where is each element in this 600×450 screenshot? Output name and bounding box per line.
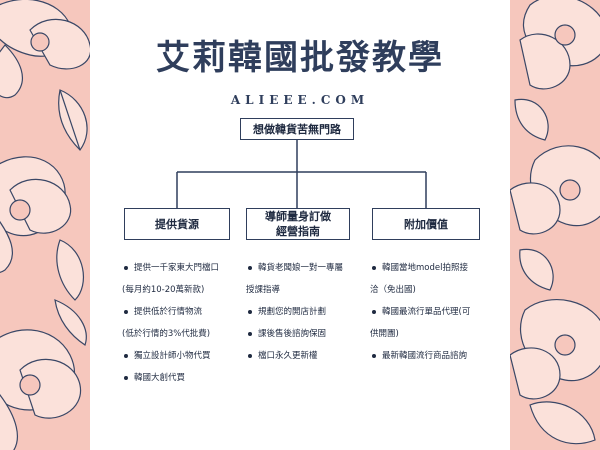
content-area: 艾莉韓國批發教學 ALIEEE.COM 想做韓貨苦無門路 提供貨源 導師量身訂做…: [90, 0, 510, 450]
added-value-item-list: 韓國當地model拍照接洽（免出國) 韓國最流行單品代理(可供開團) 最新韓國流行商…: [370, 257, 470, 367]
category-title-line1: 導師量身訂做: [265, 210, 331, 223]
list-item: 授課指導: [246, 285, 281, 295]
mentoring-item-list: 韓貨老闆娘一對一專屬授課指導規劃您的開店計劃課後售後諮詢保固檔口永久更新權: [246, 257, 343, 367]
magnolia-illustration-right: [510, 0, 600, 445]
list-item: 提供低於行情物流: [122, 301, 219, 323]
category-title: 附加價值: [404, 217, 448, 231]
category-box-mentoring: 導師量身訂做 經營指南: [246, 208, 350, 240]
list-item: 洽（免出國): [370, 285, 416, 295]
site-url: ALIEEE.COM: [230, 93, 370, 107]
list-item: 檔口永久更新權: [246, 345, 343, 367]
tree-connector-lines: [176, 140, 427, 208]
root-node-box: 想做韓貨苦無門路: [240, 118, 354, 140]
list-item: 韓國大創代買: [122, 367, 219, 389]
category-box-supply: 提供貨源: [124, 208, 230, 240]
list-item: 韓國當地model拍照接: [370, 257, 470, 279]
list-item: 提供一千家東大門檔口: [122, 257, 219, 279]
supply-item-list: 提供一千家東大門檔口 (每月約10-20萬新款) 提供低於行情物流 (低於行情的3%代…: [122, 257, 219, 389]
category-title-line2: 經營指南: [276, 225, 320, 238]
list-item: 課後售後諮詢保固: [246, 323, 343, 345]
list-item: (每月約10-20萬新款): [122, 285, 205, 295]
left-floral-panel: [0, 0, 90, 450]
category-title: 提供貨源: [155, 217, 199, 231]
list-item: 韓貨老闆娘一對一專屬: [246, 257, 343, 279]
list-item: 韓國最流行單品代理(可: [370, 301, 470, 323]
list-item: 獨立設計師小物代買: [122, 345, 219, 367]
magnolia-illustration-left: [0, 0, 90, 450]
list-item: 供開團): [370, 329, 399, 339]
list-item: 最新韓國流行商品諮詢: [370, 345, 470, 367]
root-node-label: 想做韓貨苦無門路: [253, 122, 341, 136]
list-item: 規劃您的開店計劃: [246, 301, 343, 323]
list-item: (低於行情的3%代批費): [122, 329, 211, 339]
category-box-added-value: 附加價值: [372, 208, 480, 240]
page-title: 艾莉韓國批發教學: [156, 38, 444, 78]
right-floral-panel: [510, 0, 600, 450]
